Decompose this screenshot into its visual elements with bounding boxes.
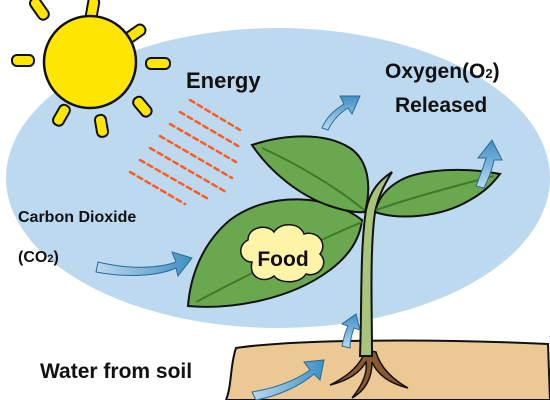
co2-label-close: ): [53, 249, 58, 266]
water-up-arrow: [340, 313, 361, 349]
carbon-dioxide-label: Carbon Dioxide: [18, 209, 136, 226]
energy-label: Energy: [186, 68, 261, 93]
water-arrow: [251, 359, 325, 400]
sun-icon: [11, 0, 171, 138]
co2-label-sub: 2: [47, 253, 53, 265]
food-cloud: Food: [240, 224, 325, 283]
oxygen-label: Oxygen(O2): [385, 60, 500, 83]
root-icon: [329, 349, 409, 399]
co2-label-open: (CO: [18, 249, 47, 266]
released-label: Released: [395, 94, 487, 117]
energy-rays: [128, 98, 242, 206]
oxygen-arrow-left: [321, 95, 361, 131]
soil-icon: [224, 339, 550, 400]
water-label: Water from soil: [40, 360, 192, 383]
food-label: Food: [257, 248, 308, 271]
co2-arrow: [95, 251, 193, 278]
oxygen-arrow-right: [475, 139, 503, 189]
oxygen-label-sub: 2: [485, 66, 492, 81]
oxygen-label-close: ): [493, 60, 500, 83]
arrow-icon: [95, 95, 503, 400]
co2-label: (CO2): [18, 249, 59, 266]
oxygen-label-main: Oxygen(O: [385, 60, 485, 83]
